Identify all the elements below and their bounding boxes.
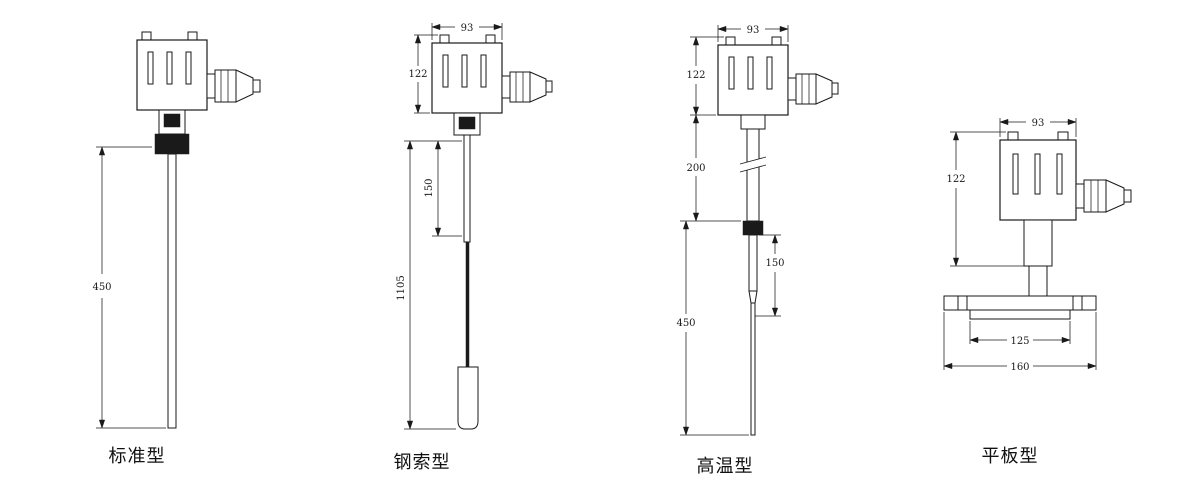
sensor-head — [431, 34, 503, 114]
inner-plate — [969, 309, 1071, 320]
dimension-head-width: 93 — [1000, 118, 1076, 137]
dimension-flange-width: 160 — [944, 312, 1096, 373]
dimension-total-length: 1105 — [396, 141, 456, 429]
cable-type-drawing: 93 122 150 1105 — [396, 23, 553, 430]
dimension-rod-length: 150 — [404, 141, 462, 236]
dimension-extension-length: 200 — [680, 115, 741, 221]
dim-value-extension-length: 200 — [686, 163, 705, 174]
figure-high-temp: 93 122 200 450 — [672, 14, 842, 446]
figure-label-flat-plate: 平板型 — [981, 446, 1039, 467]
figure-label-high-temp: 高温型 — [696, 456, 754, 477]
figure-label-cable: 钢索型 — [393, 452, 451, 473]
cable-gland — [206, 69, 261, 103]
break-mark — [739, 164, 767, 173]
dimension-head-width: 93 — [432, 23, 502, 40]
dim-value-head-height: 122 — [686, 70, 705, 81]
dim-value-head-height: 122 — [408, 69, 427, 80]
dimension-head-height: 122 — [946, 132, 1027, 266]
probe-assembly — [453, 112, 481, 430]
dimension-upper-rod-length: 150 — [755, 235, 785, 316]
dim-value-head-height: 122 — [946, 174, 965, 185]
figure-standard: 450 — [32, 16, 267, 446]
dim-value-head-width: 93 — [1032, 118, 1045, 129]
steel-cable — [465, 241, 470, 368]
cable-weight — [457, 366, 479, 430]
dimension-head-width: 93 — [718, 25, 788, 42]
extension-tube — [746, 128, 760, 222]
cable-gland — [1075, 179, 1132, 213]
flange-bolt-hole — [957, 295, 968, 311]
figure-cable: 93 122 150 1105 — [352, 10, 567, 442]
dim-value-inner-plate-width: 125 — [1010, 336, 1029, 347]
dimension-probe-length: 450 — [676, 221, 749, 435]
flat-plate-type-drawing: 93 122 125 160 — [943, 118, 1132, 373]
dim-value-total-length: 1105 — [396, 275, 407, 300]
dim-value-probe-length: 450 — [676, 318, 695, 329]
figure-label-standard: 标准型 — [108, 446, 166, 467]
mounting-flange — [943, 219, 1097, 320]
dim-value-rod-length: 150 — [424, 178, 435, 197]
break-mark — [739, 156, 767, 165]
sensor-head — [717, 36, 789, 116]
dimension-head-height: 122 — [686, 37, 724, 115]
dim-value-probe-length: 450 — [92, 282, 111, 293]
dimension-probe-length: 450 — [92, 147, 166, 428]
dim-value-upper-rod-length: 150 — [765, 258, 784, 269]
probe-assembly — [739, 114, 767, 436]
cable-gland — [787, 73, 839, 105]
dim-value-head-width: 93 — [747, 25, 760, 36]
standard-type-drawing: 450 — [92, 31, 261, 429]
dimension-head-height: 122 — [408, 35, 438, 113]
high-temp-type-drawing: 93 122 200 450 — [676, 25, 839, 436]
cable-gland — [501, 71, 553, 103]
dimension-inner-plate-width: 125 — [970, 321, 1070, 347]
figure-flat-plate: 93 122 125 160 — [912, 108, 1147, 383]
dim-value-head-width: 93 — [461, 23, 474, 34]
flange-bolt-hole — [1072, 295, 1083, 311]
dim-value-flange-width: 160 — [1010, 362, 1029, 373]
sensor-head — [136, 31, 208, 111]
sensor-head — [999, 131, 1077, 221]
probe-assembly — [154, 109, 190, 429]
